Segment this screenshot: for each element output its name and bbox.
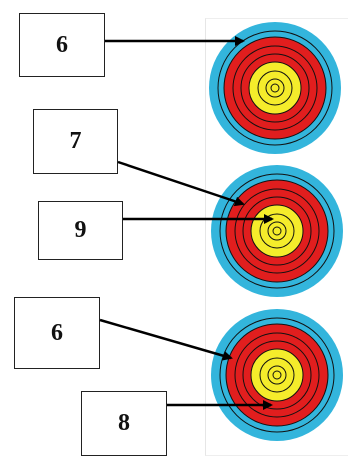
- archery-target-bottom: [211, 309, 343, 441]
- arrow-6-bottom: [100, 320, 231, 358]
- arrow-7: [118, 162, 243, 204]
- archery-target-middle: [211, 165, 343, 297]
